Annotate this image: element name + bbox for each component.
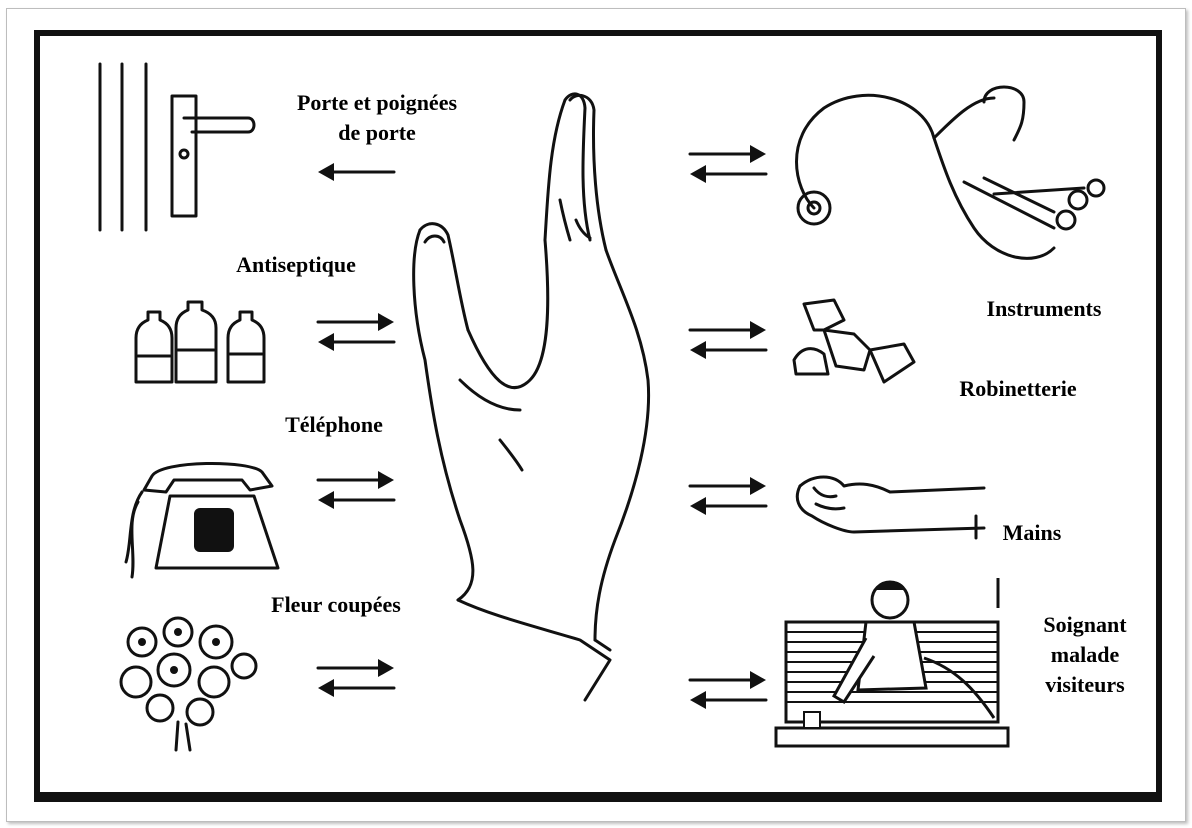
label-people-line-2: malade bbox=[1020, 640, 1150, 670]
label-door-line-2: de porte bbox=[272, 118, 482, 148]
telephone-icon bbox=[122, 452, 290, 582]
label-instruments: Instruments bbox=[966, 294, 1122, 324]
flowers-icon bbox=[112, 612, 260, 752]
arrow-left-door bbox=[318, 160, 398, 184]
label-door-line-1: Porte et poignées bbox=[272, 88, 482, 118]
stethoscope-scissors-icon bbox=[784, 78, 1114, 278]
double-arrow-faucets bbox=[690, 318, 766, 362]
label-faucets: Robinetterie bbox=[938, 374, 1098, 404]
bottles-icon bbox=[130, 292, 290, 392]
double-arrow-antiseptic bbox=[318, 310, 394, 354]
label-people-line-3: visiteurs bbox=[1020, 670, 1150, 700]
faucet-icon bbox=[784, 290, 924, 400]
double-arrow-instruments bbox=[690, 142, 766, 186]
double-arrow-people bbox=[690, 668, 766, 712]
door-handle-icon bbox=[92, 60, 262, 240]
double-arrow-hands bbox=[690, 474, 766, 518]
label-antiseptic: Antiseptique bbox=[214, 250, 378, 280]
hand-icon bbox=[794, 468, 984, 550]
caregiver-patient-icon bbox=[774, 578, 1010, 754]
label-people: Soignant malade visiteurs bbox=[1020, 610, 1150, 700]
double-arrow-flowers bbox=[318, 656, 394, 700]
double-arrow-phone bbox=[318, 468, 394, 512]
label-phone: Téléphone bbox=[266, 410, 402, 440]
label-people-line-1: Soignant bbox=[1020, 610, 1150, 640]
label-hands: Mains bbox=[994, 518, 1070, 548]
label-door: Porte et poignées de porte bbox=[272, 88, 482, 148]
label-flowers: Fleur coupées bbox=[246, 590, 426, 620]
